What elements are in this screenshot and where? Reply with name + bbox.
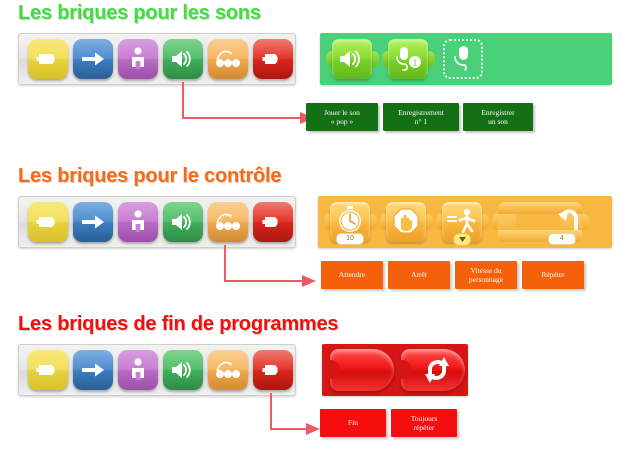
block-play-sound[interactable]: pop	[326, 37, 379, 83]
palette-item-move-brick[interactable]	[73, 350, 113, 390]
stopwatch-icon	[324, 196, 376, 244]
palette-item-start-brick[interactable]	[28, 350, 68, 390]
speaker-icon	[163, 350, 203, 390]
end-plug-icon	[253, 39, 293, 79]
arrow-right-icon	[73, 202, 113, 242]
palette-item-end-brick[interactable]	[253, 350, 293, 390]
block-sublabel: pop	[346, 76, 358, 83]
start-plug-icon	[28, 350, 68, 390]
palette-toolbar-end[interactable]	[18, 344, 296, 396]
svg-text:1: 1	[413, 59, 418, 68]
connector-arrow-sounds	[182, 82, 314, 124]
palette-item-sound-brick[interactable]	[163, 39, 203, 79]
palette-item-character-brick[interactable]	[118, 39, 158, 79]
palette-item-move-brick[interactable]	[73, 202, 113, 242]
block-end[interactable]	[327, 348, 396, 392]
speaker-icon	[326, 37, 378, 81]
person-icon	[118, 39, 158, 79]
block-value[interactable]: 4	[548, 233, 576, 245]
palette-item-control-brick[interactable]	[208, 202, 248, 242]
dropdown-chevron[interactable]	[453, 233, 471, 246]
palette-item-move-brick[interactable]	[73, 39, 113, 79]
section-end: Les briques de fin de programmes	[0, 311, 630, 451]
walking-person-icon	[436, 197, 488, 244]
connector-arrow-control	[224, 245, 316, 287]
repeat-arrow-icon	[556, 208, 580, 237]
microphone-numbered-icon: 1	[382, 37, 434, 81]
speaker-icon	[163, 39, 203, 79]
connector-arrow-end	[270, 393, 320, 435]
palette-item-sound-brick[interactable]	[163, 350, 203, 390]
microphone-icon	[438, 37, 488, 81]
block-loop-forever[interactable]	[398, 348, 467, 392]
blocks-panel-control: 10	[318, 196, 612, 248]
block-character-speed[interactable]	[436, 197, 489, 246]
end-plug-icon	[253, 350, 293, 390]
bouncing-balls-icon	[208, 350, 248, 390]
arrow-right-icon	[73, 350, 113, 390]
palette-item-end-brick[interactable]	[253, 202, 293, 242]
caption-wait: Attendre	[321, 261, 383, 289]
section-title-sounds: Les briques pour les sons	[18, 2, 261, 24]
palette-item-start-brick[interactable]	[28, 39, 68, 79]
end-plug-icon	[253, 202, 293, 242]
palette-toolbar-sounds[interactable]	[18, 33, 296, 85]
palette-item-character-brick[interactable]	[118, 202, 158, 242]
speaker-icon	[163, 202, 203, 242]
section-title-control: Les briques pour le contrôle	[18, 165, 282, 187]
caption-stop: Arrêt	[388, 261, 450, 289]
loop-arrows-icon	[407, 348, 467, 392]
caption-end: Fin	[320, 409, 386, 437]
block-repeat[interactable]: 4	[492, 200, 589, 245]
stop-hand-icon	[380, 200, 432, 244]
palette-item-sound-brick[interactable]	[163, 202, 203, 242]
section-sounds: Les briques pour les sons	[0, 0, 630, 160]
blocks-panel-sounds: pop 1	[320, 33, 612, 85]
palette-item-animation-brick[interactable]	[208, 39, 248, 79]
block-record-sound[interactable]	[438, 37, 488, 81]
caption-repeat: Répéter	[522, 261, 584, 289]
start-plug-icon	[28, 39, 68, 79]
bouncing-balls-icon	[208, 202, 248, 242]
palette-item-animation-brick[interactable]	[208, 350, 248, 390]
palette-item-start-brick[interactable]	[28, 202, 68, 242]
caption-play-sound: Jouer le son« pop »	[306, 103, 378, 131]
palette-item-character-brick[interactable]	[118, 350, 158, 390]
block-stop[interactable]	[380, 200, 433, 244]
palette-toolbar-control[interactable]	[18, 196, 296, 248]
person-icon	[118, 202, 158, 242]
block-recording[interactable]: 1	[382, 37, 435, 81]
palette-item-end-brick[interactable]	[253, 39, 293, 79]
blocks-panel-end	[322, 344, 468, 396]
section-title-end: Les briques de fin de programmes	[18, 313, 339, 335]
person-icon	[118, 350, 158, 390]
block-value[interactable]: 10	[336, 233, 364, 245]
arrow-right-icon	[73, 39, 113, 79]
start-plug-icon	[28, 202, 68, 242]
bouncing-balls-icon	[208, 39, 248, 79]
block-wait[interactable]: 10	[324, 200, 377, 245]
section-control: Les briques pour le contrôle	[0, 163, 630, 311]
